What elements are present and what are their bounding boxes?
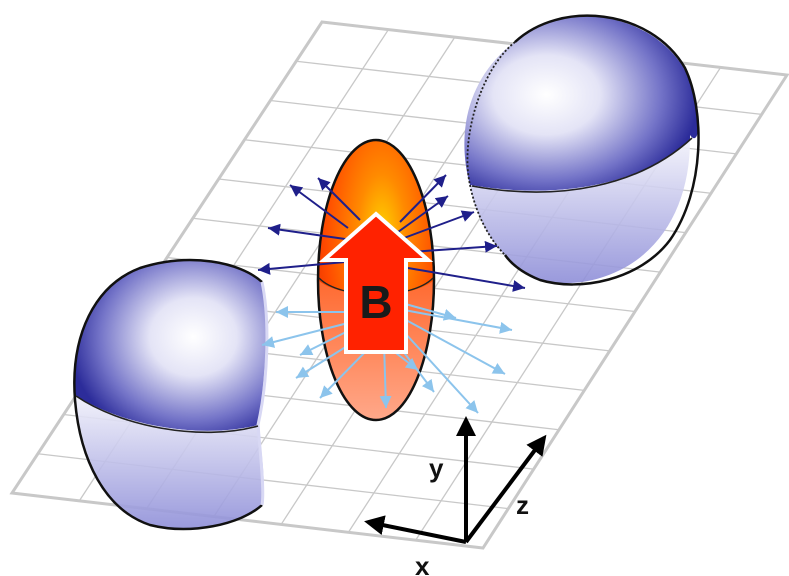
z-axis-label: z <box>516 490 529 520</box>
x-axis <box>364 515 467 544</box>
field-arrow-upper <box>317 177 361 221</box>
magnetic-field-arrow: B <box>318 211 434 354</box>
coordinate-axes <box>364 416 547 544</box>
field-arrow-lower <box>405 319 506 375</box>
z-axis <box>464 434 547 544</box>
field-arrow-lower <box>403 309 513 334</box>
field-arrow-lower <box>261 321 353 348</box>
field-label-b: B <box>359 276 392 328</box>
field-arrow-lower <box>403 331 479 414</box>
field-arrow-upper <box>289 184 349 229</box>
field-arrow-upper <box>257 261 346 275</box>
field-arrow-upper <box>397 195 449 233</box>
x-axis-label: x <box>415 551 430 576</box>
field-arrow-upper <box>409 240 498 253</box>
y-axis-label: y <box>429 453 444 483</box>
left-sphere <box>73 258 269 531</box>
field-arrow-upper <box>399 174 447 223</box>
field-arrow-upper <box>403 210 475 239</box>
field-lines-upper <box>257 174 526 292</box>
right-sphere <box>464 14 700 286</box>
field-arrow-upper <box>267 223 353 241</box>
field-arrow-upper <box>407 267 526 292</box>
